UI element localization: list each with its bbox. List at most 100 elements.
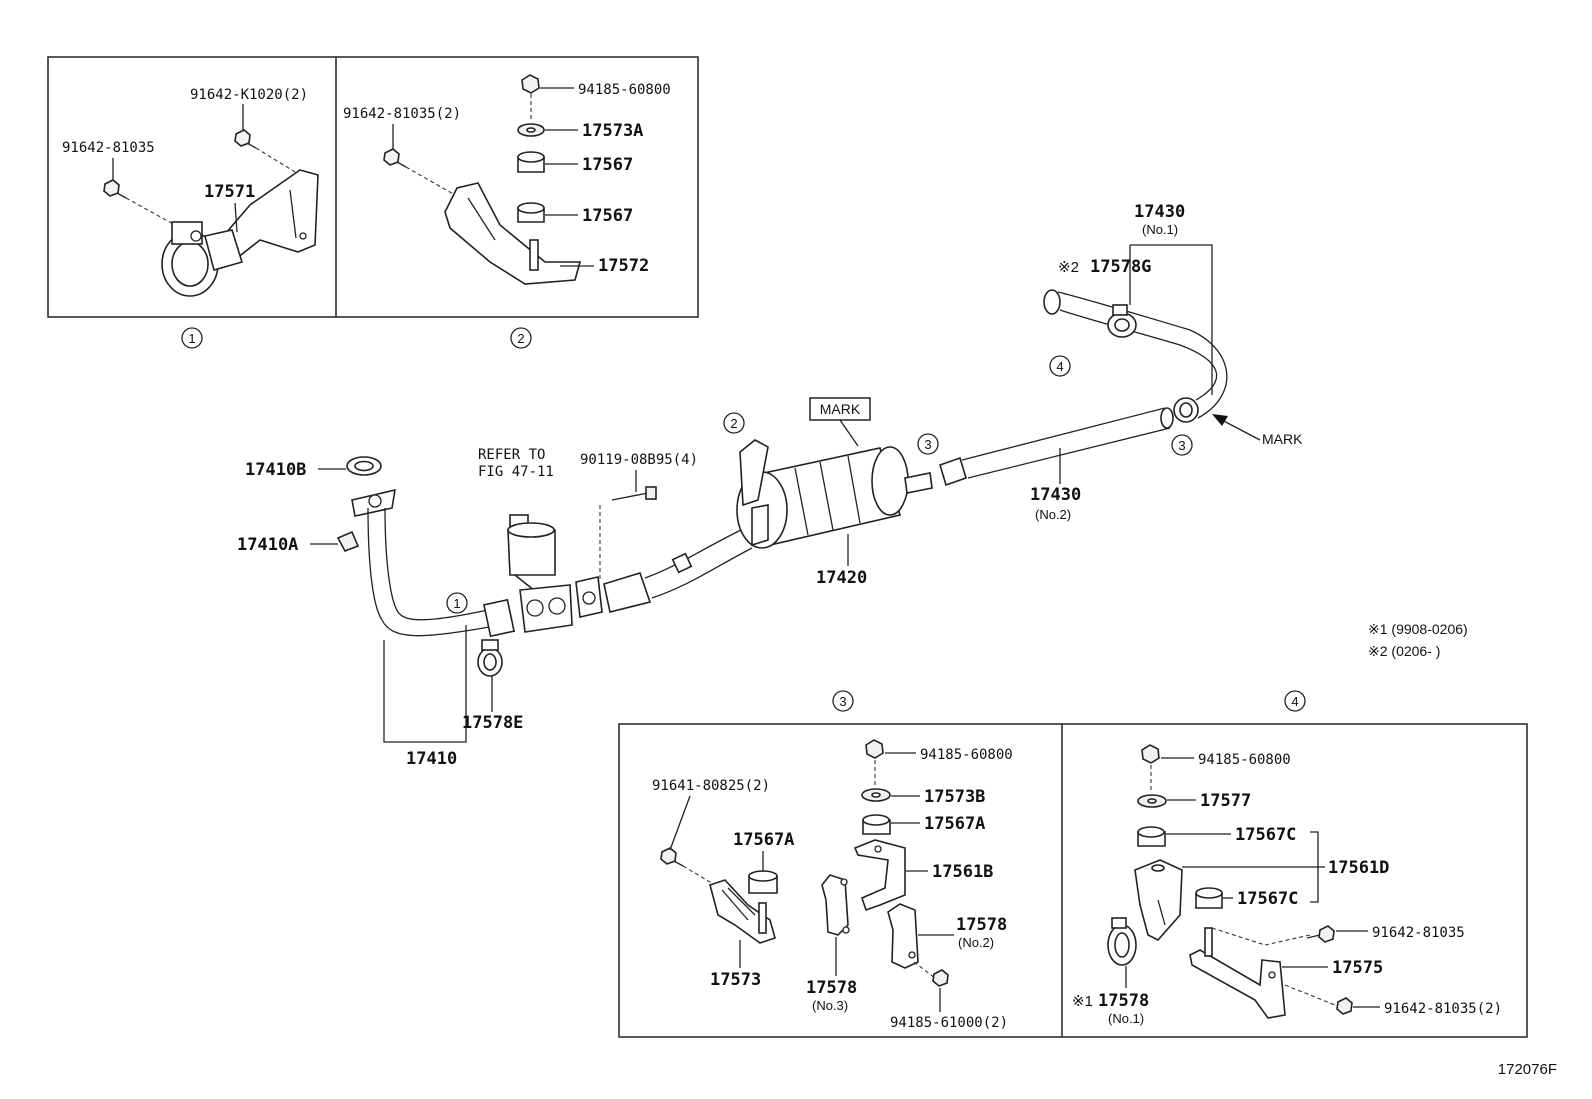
part-label: 17571 bbox=[204, 182, 255, 202]
bolt-icon bbox=[103, 179, 127, 199]
part-label: 17578 bbox=[1098, 991, 1149, 1011]
part-label: 17410A bbox=[237, 535, 298, 555]
bolt-icon bbox=[611, 486, 657, 501]
part-label: 91642-81035 bbox=[1372, 925, 1465, 941]
part-label: 17430 bbox=[1030, 485, 1081, 505]
callout-number: 3 bbox=[839, 694, 846, 709]
callout-circle bbox=[1049, 355, 1071, 377]
part-label: 17578E bbox=[462, 713, 523, 733]
bracket-icon bbox=[1189, 949, 1286, 1019]
bracket-icon bbox=[444, 182, 582, 285]
nut-icon bbox=[1141, 744, 1160, 764]
part-label: 17561B bbox=[932, 862, 993, 882]
part-label: 17567C bbox=[1237, 889, 1298, 909]
part-label: 17430 bbox=[1134, 202, 1185, 222]
part-sublabel: (No.2) bbox=[958, 935, 994, 950]
part-label: 91642-81035(2) bbox=[1384, 1001, 1502, 1017]
part-label: 17420 bbox=[816, 568, 867, 588]
stud-icon bbox=[758, 902, 767, 934]
bolt-icon bbox=[234, 129, 257, 149]
part-label: 17567A bbox=[924, 814, 985, 834]
callout-circle bbox=[723, 412, 745, 434]
nut-icon bbox=[865, 739, 884, 759]
tailpipe-no2-icon bbox=[939, 407, 1174, 487]
pipe-clamp-icon bbox=[161, 221, 244, 297]
callout-number: 2 bbox=[517, 331, 524, 346]
part-label: 17567A bbox=[733, 830, 794, 850]
callout-number: 1 bbox=[188, 331, 195, 346]
part-sublabel: (No.1) bbox=[1142, 222, 1178, 237]
part-label: 17567 bbox=[582, 155, 633, 175]
box4-drawing bbox=[1107, 744, 1353, 1019]
clamp-icon bbox=[477, 639, 503, 677]
part-label: 17578 bbox=[806, 978, 857, 998]
inset-box-1-2 bbox=[47, 56, 699, 318]
gasket-icon bbox=[336, 530, 360, 552]
mark-box-label: MARK bbox=[820, 401, 861, 417]
part-label: 17578G bbox=[1090, 257, 1151, 277]
part-label: 94185-60800 bbox=[920, 747, 1013, 763]
note-mark: ※1 bbox=[1072, 993, 1093, 1010]
cushion-icon bbox=[1195, 887, 1223, 909]
mark-label: MARK bbox=[1262, 431, 1303, 447]
part-label: 91642-81035 bbox=[62, 140, 155, 156]
bolt-icon bbox=[1306, 925, 1335, 943]
clamp-icon bbox=[1107, 917, 1137, 966]
part-label: 17578 bbox=[956, 915, 1007, 935]
bolt-icon bbox=[383, 148, 407, 168]
part-label: 91642-K1020(2) bbox=[190, 87, 308, 103]
tailpipe-no1-icon bbox=[1043, 289, 1228, 423]
part-label: 91641-80825(2) bbox=[652, 778, 770, 794]
stud-icon bbox=[1204, 927, 1213, 957]
part-label: 17561D bbox=[1328, 858, 1389, 878]
part-label: 17567 bbox=[582, 206, 633, 226]
note-line: ※1 (9908-0206) bbox=[1368, 621, 1468, 637]
part-label: 94185-60800 bbox=[578, 82, 671, 98]
figure-code: 172076F bbox=[1498, 1061, 1557, 1078]
part-label: 94185-61000(2) bbox=[890, 1015, 1008, 1031]
part-label: 17573B bbox=[924, 787, 985, 807]
bracket-icon bbox=[853, 839, 906, 912]
part-label: 17575 bbox=[1332, 958, 1383, 978]
part-label: 90119-08B95(4) bbox=[580, 452, 698, 468]
mark-arrow-line bbox=[1217, 417, 1261, 441]
callout-number: 4 bbox=[1291, 694, 1298, 709]
cushion-icon bbox=[517, 151, 545, 173]
clamp-icon bbox=[887, 903, 919, 969]
callout-number: 1 bbox=[453, 596, 460, 611]
part-label: 17567C bbox=[1235, 825, 1296, 845]
muffler-icon bbox=[736, 439, 933, 549]
callout-circle bbox=[1171, 434, 1193, 456]
hanger-bracket bbox=[219, 169, 319, 264]
cushion-icon bbox=[748, 870, 778, 894]
callout-circle bbox=[1284, 690, 1306, 712]
part-label: 17577 bbox=[1200, 791, 1251, 811]
refer-label: REFER TO bbox=[478, 447, 545, 463]
callout-circle bbox=[832, 690, 854, 712]
box3-drawing bbox=[660, 739, 949, 987]
cushion-icon bbox=[517, 202, 545, 223]
callout-number: 2 bbox=[730, 416, 737, 431]
callout-circle bbox=[181, 327, 203, 349]
callout-number: 4 bbox=[1056, 359, 1063, 374]
part-label: 94185-60800 bbox=[1198, 752, 1291, 768]
converter-icon bbox=[507, 514, 573, 633]
callout-number: 3 bbox=[1178, 438, 1185, 453]
part-sublabel: (No.3) bbox=[812, 998, 848, 1013]
bolt-icon bbox=[660, 847, 684, 867]
cushion-icon bbox=[1137, 826, 1166, 847]
inset-box-3-4 bbox=[618, 723, 1528, 1038]
note-line: ※2 (0206- ) bbox=[1368, 643, 1440, 659]
box2-drawing bbox=[383, 74, 582, 285]
part-sublabel: (No.1) bbox=[1108, 1011, 1144, 1026]
part-label: 17410 bbox=[406, 749, 457, 769]
part-label: 17573A bbox=[582, 121, 643, 141]
cushion-icon bbox=[862, 814, 891, 835]
part-label: 17572 bbox=[598, 256, 649, 276]
callout-circle bbox=[917, 433, 939, 455]
nut-icon bbox=[521, 74, 540, 94]
callout-circle bbox=[510, 327, 532, 349]
clamp-icon bbox=[1107, 304, 1137, 338]
box1-drawing bbox=[103, 129, 319, 297]
